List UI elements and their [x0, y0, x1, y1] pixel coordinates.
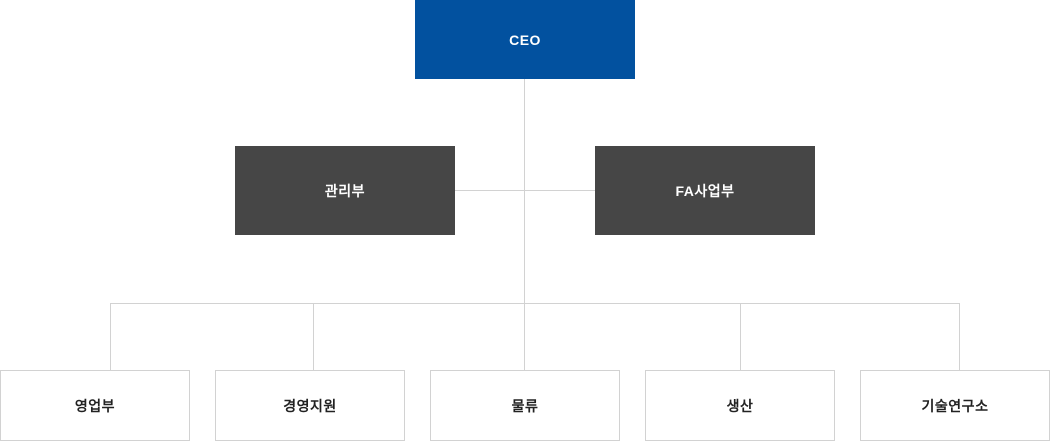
node-team-research-institute[interactable]: 기술연구소: [860, 370, 1050, 441]
connector-ceo-vertical: [524, 79, 525, 190]
connector-team-drop-1: [110, 303, 111, 370]
node-team-sales-label: 영업부: [74, 397, 116, 414]
connector-department-horizontal: [455, 190, 595, 191]
node-department-fa-business-label: FA사업부: [675, 182, 735, 199]
connector-ceo-to-teams-vertical: [524, 190, 525, 303]
node-team-logistics-label: 물류: [511, 397, 539, 414]
node-ceo-label: CEO: [509, 31, 541, 48]
node-team-management-support[interactable]: 경영지원: [215, 370, 405, 441]
node-team-research-institute-label: 기술연구소: [921, 397, 989, 414]
node-team-management-support-label: 경영지원: [283, 397, 337, 414]
connector-team-drop-2: [313, 303, 314, 370]
node-department-fa-business[interactable]: FA사업부: [595, 146, 815, 235]
node-team-production-label: 생산: [726, 397, 754, 414]
node-team-sales[interactable]: 영업부: [0, 370, 190, 441]
node-ceo[interactable]: CEO: [415, 0, 635, 79]
node-team-logistics[interactable]: 물류: [430, 370, 620, 441]
node-department-management[interactable]: 관리부: [235, 146, 455, 235]
node-department-management-label: 관리부: [324, 182, 366, 199]
node-team-production[interactable]: 생산: [645, 370, 835, 441]
connector-team-drop-4: [740, 303, 741, 370]
connector-team-bus: [110, 303, 960, 304]
connector-team-drop-3: [524, 303, 525, 370]
connector-team-drop-5: [959, 303, 960, 370]
